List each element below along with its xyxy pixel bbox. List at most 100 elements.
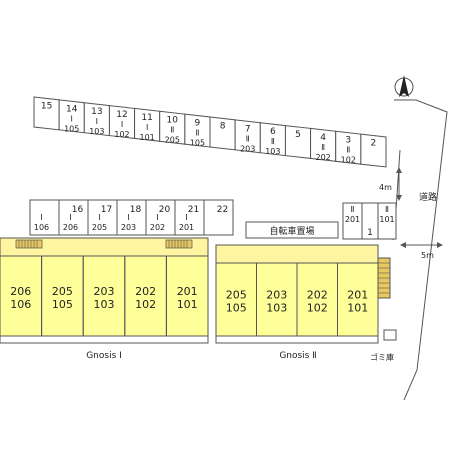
parking-slot-number: 9 bbox=[195, 119, 201, 129]
dimension-4m: 4m bbox=[379, 167, 402, 201]
slot-owner-building: Ⅱ bbox=[385, 205, 389, 214]
slot-owner-building: Ⅱ bbox=[170, 126, 174, 135]
parking-slot-number: 18 bbox=[130, 205, 142, 215]
garbage-label: ゴミ庫 bbox=[370, 352, 394, 362]
parking-slot-number: 10 bbox=[167, 116, 179, 126]
parking-slot-number: 7 bbox=[245, 124, 251, 134]
unit-upper-number: 202 bbox=[135, 285, 156, 298]
slot-owner-unit: 201 bbox=[179, 223, 194, 232]
slot-owner-unit: 202 bbox=[316, 153, 331, 162]
unit-lower-number: 105 bbox=[226, 302, 247, 315]
parking-slot-number: 14 bbox=[66, 104, 78, 114]
unit-lower-number: 101 bbox=[347, 302, 368, 315]
parking-slot: 22 bbox=[203, 199, 234, 236]
unit-lower-number: 102 bbox=[135, 298, 156, 311]
unit-upper-number: 201 bbox=[347, 289, 368, 302]
slot-owner-unit: 102 bbox=[341, 156, 356, 165]
slot-owner-building: Ⅰ bbox=[185, 213, 187, 222]
slot-owner-unit: 203 bbox=[240, 144, 255, 153]
building-2-name: Gnosis Ⅱ bbox=[279, 351, 316, 361]
slot-owner-building: Ⅰ bbox=[127, 213, 129, 222]
parking-slot: 5 bbox=[284, 125, 312, 159]
road-edge-line bbox=[394, 99, 448, 401]
slot-owner-unit: 105 bbox=[190, 139, 205, 148]
slot-owner-building: Ⅰ bbox=[69, 213, 71, 222]
slot-owner-building: Ⅱ bbox=[351, 205, 355, 214]
parking-slot-number: 21 bbox=[188, 205, 199, 215]
unit-upper-number: 205 bbox=[226, 289, 247, 302]
parking-slot-number: 8 bbox=[220, 121, 226, 131]
slot-owner-unit: 202 bbox=[150, 223, 165, 232]
slot-owner-unit: 205 bbox=[92, 223, 107, 232]
slot-owner-unit: 103 bbox=[265, 147, 280, 156]
slot-owner-unit: 205 bbox=[165, 136, 180, 145]
slot-owner-building: Ⅰ bbox=[71, 114, 73, 123]
parking-slot-number: 6 bbox=[270, 127, 276, 137]
slot-owner-building: Ⅰ bbox=[121, 120, 123, 129]
unit-lower-number: 103 bbox=[94, 298, 115, 311]
parking-slot: 1 bbox=[361, 202, 379, 240]
parking-slot-number: 15 bbox=[41, 101, 52, 111]
parking-slot: 2 bbox=[360, 133, 387, 168]
unit-upper-number: 201 bbox=[177, 285, 198, 298]
slot-owner-unit: 105 bbox=[64, 124, 79, 133]
unit-upper-number: 205 bbox=[52, 285, 73, 298]
unit-lower-number: 103 bbox=[266, 302, 287, 315]
parking-slot: 8 bbox=[209, 116, 236, 151]
slot-owner-building: Ⅱ bbox=[346, 146, 350, 155]
unit-lower-number: 106 bbox=[10, 298, 31, 311]
parking-slot-number: 12 bbox=[116, 110, 127, 120]
slot-owner-building: Ⅰ bbox=[156, 213, 158, 222]
slot-owner-unit: 106 bbox=[34, 223, 49, 232]
building-1-name: Gnosis Ⅰ bbox=[86, 351, 122, 361]
unit-upper-number: 206 bbox=[10, 285, 31, 298]
parking-slot-number: 4 bbox=[320, 133, 326, 143]
parking-slot-number: 3 bbox=[345, 136, 351, 146]
slot-owner-building: Ⅰ bbox=[40, 213, 42, 222]
slot-owner-unit: 206 bbox=[63, 223, 78, 232]
parking-slot-number: 22 bbox=[217, 205, 228, 215]
slot-owner-building: Ⅰ bbox=[96, 117, 98, 126]
slot-owner-building: Ⅱ bbox=[195, 129, 199, 138]
bike-parking-label: 自転車置場 bbox=[269, 225, 314, 237]
slot-owner-unit: 103 bbox=[89, 127, 104, 136]
garbage-storage: ゴミ庫 bbox=[370, 329, 397, 362]
bike-parking: 自転車置場 bbox=[245, 221, 339, 239]
slot-owner-unit: 203 bbox=[121, 223, 136, 232]
parking-slot-number: 2 bbox=[371, 139, 377, 149]
unit-lower-number: 102 bbox=[307, 302, 328, 315]
slot-owner-building: Ⅱ bbox=[271, 137, 275, 146]
parking-slot-number: 5 bbox=[295, 130, 301, 140]
north-arrow-icon bbox=[394, 75, 414, 97]
slot-owner-unit: 101 bbox=[140, 133, 155, 142]
